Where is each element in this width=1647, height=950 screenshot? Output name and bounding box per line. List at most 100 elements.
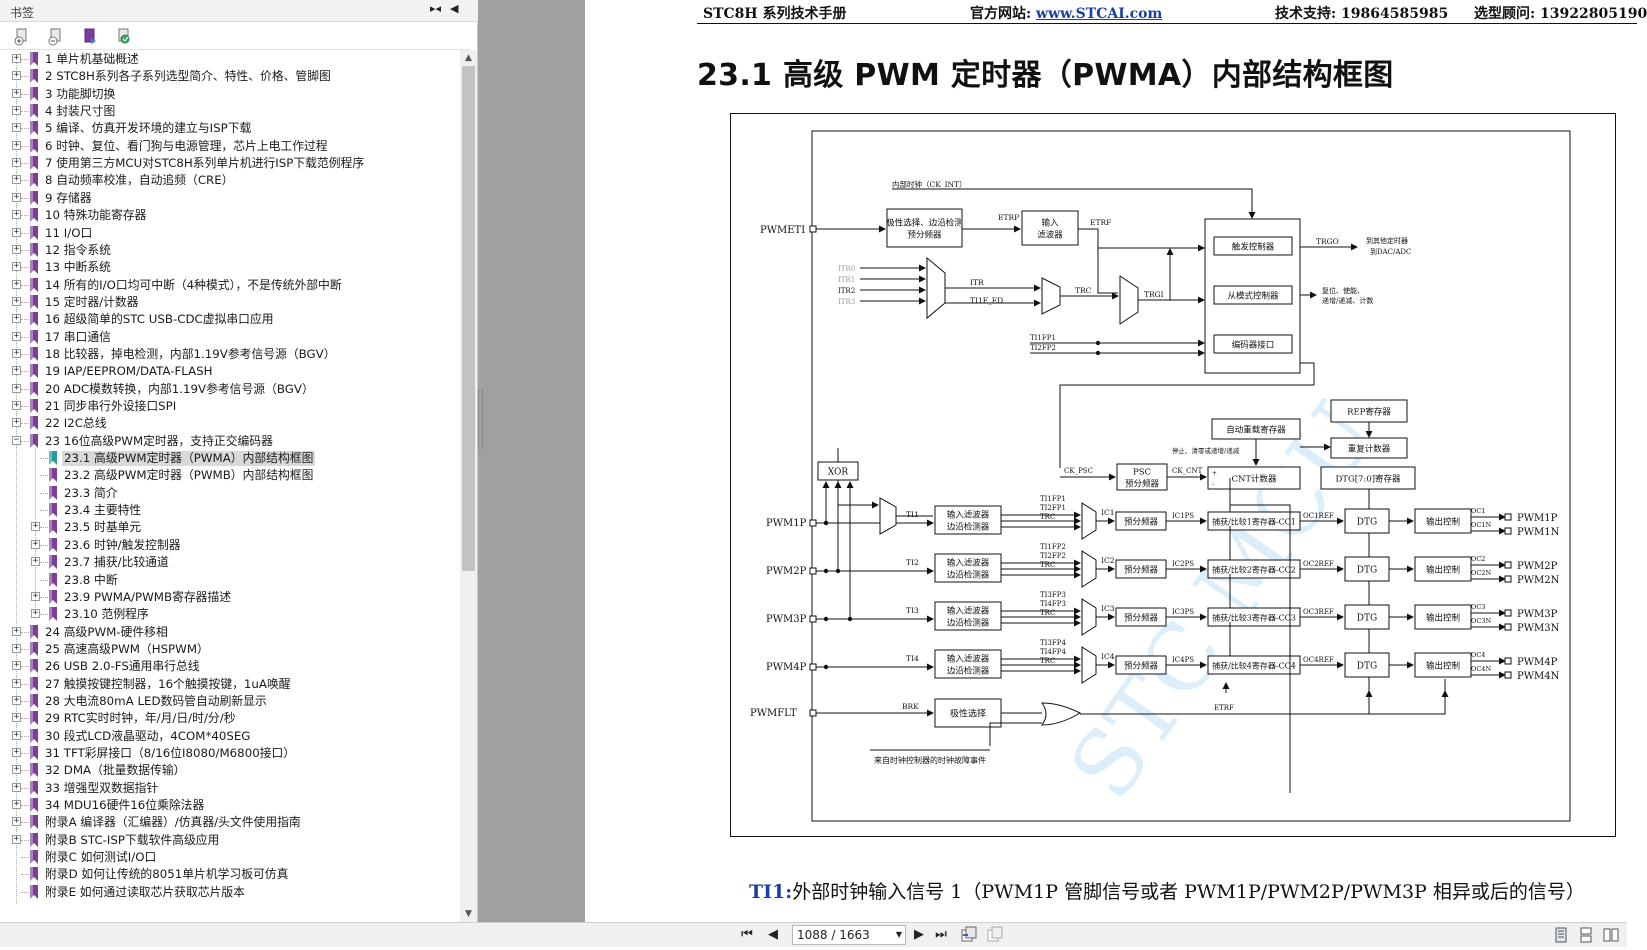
expand-toggle-icon[interactable]: + <box>31 521 40 532</box>
expand-toggle-icon[interactable]: + <box>12 87 21 98</box>
bookmark-item[interactable]: 23.4 主要特性 <box>0 501 458 519</box>
expand-toggle-icon[interactable]: + <box>12 347 21 358</box>
bookmark-item[interactable]: +8 自动频率校准，自动追频（CRE） <box>0 171 458 189</box>
bookmark-item[interactable]: +15 定时器/计数器 <box>0 293 458 311</box>
next-page-icon[interactable]: ▶ <box>914 927 924 942</box>
scrollbar-thumb[interactable] <box>462 66 475 571</box>
bookmark-item[interactable]: +22 I2C总线 <box>0 414 458 432</box>
bookmark-item[interactable]: +28 大电流80mA LED数码管自动刷新显示 <box>0 692 458 710</box>
bookmark-item[interactable]: +32 DMA（批量数据传输） <box>0 761 458 779</box>
bookmark-item[interactable]: +附录A 编译器（汇编器）/仿真器/头文件使用指南 <box>0 813 458 831</box>
bookmark-item[interactable]: +24 高级PWM-硬件移相 <box>0 623 458 641</box>
bookmark-item[interactable]: 23.3 简介 <box>0 484 458 502</box>
expand-toggle-icon[interactable]: + <box>12 833 21 844</box>
bookmark-item[interactable]: +26 USB 2.0-FS通用串行总线 <box>0 657 458 675</box>
bookmark-item[interactable]: 23.2 高级PWM定时器（PWMB）内部结构框图 <box>0 466 458 484</box>
bookmark-item[interactable]: +34 MDU16硬件16位乘除法器 <box>0 796 458 814</box>
expand-toggle-icon[interactable]: + <box>12 677 21 688</box>
bookmark-item[interactable]: +17 串口通信 <box>0 328 458 346</box>
find-bookmark-icon[interactable] <box>113 26 135 47</box>
expand-toggle-icon[interactable]: + <box>12 139 21 150</box>
expand-toggle-icon[interactable]: + <box>12 122 21 133</box>
collapse-bookmark-icon[interactable] <box>45 26 67 47</box>
panel-pin-icon[interactable]: ▸◂ <box>430 2 442 15</box>
expand-toggle-icon[interactable]: + <box>12 694 21 705</box>
expand-toggle-icon[interactable]: + <box>12 799 21 810</box>
bookmark-item[interactable]: +7 使用第三方MCU对STC8H系列单片机进行ISP下载范例程序 <box>0 154 458 172</box>
header-site-link[interactable]: www.STCAI.com <box>1036 6 1163 22</box>
bookmark-item[interactable]: +9 存储器 <box>0 189 458 207</box>
bookmark-item[interactable]: 附录D 如何让传统的8051单片机学习板可仿真 <box>0 865 458 883</box>
first-page-icon[interactable]: ⏮ <box>741 927 753 942</box>
bookmark-item[interactable]: +33 增强型双数据指针 <box>0 779 458 797</box>
expand-toggle-icon[interactable]: + <box>12 642 21 653</box>
expand-toggle-icon[interactable]: + <box>12 174 21 185</box>
expand-toggle-icon[interactable]: + <box>12 53 21 63</box>
continuous-view-icon[interactable] <box>1578 927 1594 943</box>
bookmark-item[interactable]: +18 比较器，掉电检测，内部1.19V参考信号源（BGV） <box>0 345 458 363</box>
bookmark-item[interactable]: +附录B STC-ISP下载软件高级应用 <box>0 831 458 849</box>
chevron-down-icon[interactable]: ▼ <box>895 930 902 939</box>
bookmark-item[interactable]: +2 STC8H系列各子系列选型简介、特性、价格、管脚图 <box>0 67 458 85</box>
bookmark-item[interactable]: +4 封装尺寸图 <box>0 102 458 120</box>
expand-toggle-icon[interactable]: + <box>12 330 21 341</box>
forward-view-icon[interactable] <box>986 926 1004 944</box>
bookmark-item[interactable]: +20 ADC模数转换，内部1.19V参考信号源（BGV） <box>0 380 458 398</box>
bookmark-item[interactable]: 附录E 如何通过读取芯片获取芯片版本 <box>0 883 458 901</box>
bookmark-item[interactable]: +23.6 时钟/触发控制器 <box>0 536 458 554</box>
expand-toggle-icon[interactable]: + <box>31 556 40 567</box>
facing-view-icon[interactable] <box>1603 927 1619 943</box>
expand-toggle-icon[interactable]: + <box>12 712 21 723</box>
expand-toggle-icon[interactable]: + <box>12 417 21 428</box>
bookmark-item[interactable]: +14 所有的I/O口均可中断（4种模式），不是传统外部中断 <box>0 276 458 294</box>
expand-toggle-icon[interactable]: + <box>12 781 21 792</box>
bookmark-item[interactable]: +27 触摸按键控制器，16个触摸按键，1uA唤醒 <box>0 675 458 693</box>
expand-toggle-icon[interactable]: + <box>12 70 21 81</box>
expand-toggle-icon[interactable]: + <box>12 365 21 376</box>
bookmark-item[interactable]: +21 同步串行外设接口SPI <box>0 397 458 415</box>
expand-toggle-icon[interactable]: + <box>12 625 21 636</box>
expand-toggle-icon[interactable]: + <box>12 191 21 202</box>
expand-toggle-icon[interactable]: + <box>12 261 21 272</box>
prev-page-icon[interactable]: ◀ <box>768 927 778 942</box>
page-number-input[interactable]: 1088 / 1663▼ <box>792 925 906 945</box>
last-page-icon[interactable]: ⏭ <box>935 927 947 942</box>
bookmark-item[interactable]: 附录C 如何测试I/O口 <box>0 848 458 866</box>
expand-toggle-icon[interactable]: + <box>12 243 21 254</box>
bookmark-item[interactable]: +25 高速高级PWM（HSPWM） <box>0 640 458 658</box>
expand-toggle-icon[interactable]: + <box>12 747 21 757</box>
scroll-down-icon[interactable]: ▼ <box>465 909 472 919</box>
bookmark-item[interactable]: +19 IAP/EEPROM/DATA-FLASH <box>0 362 458 380</box>
bookmark-item[interactable]: 23.8 中断 <box>0 571 458 589</box>
expand-toggle-icon[interactable]: + <box>31 608 40 619</box>
expand-toggle-icon[interactable]: + <box>12 226 21 237</box>
bookmark-item[interactable]: +1 单片机基础概述 <box>0 50 458 68</box>
document-view[interactable]: STC8H 系列技术手册 官方网站: www.STCAI.com 技术支持: 1… <box>585 0 1647 922</box>
bookmark-item[interactable]: +29 RTC实时时钟，年/月/日/时/分/秒 <box>0 709 458 727</box>
bookmark-item[interactable]: −23 16位高级PWM定时器，支持正交编码器 <box>0 432 458 450</box>
expand-toggle-icon[interactable]: + <box>12 382 21 393</box>
splitter-grip[interactable] <box>478 390 483 450</box>
bookmark-item[interactable]: +23.9 PWMA/PWMB寄存器描述 <box>0 588 458 606</box>
bookmarks-scrollbar[interactable]: ▲ ▼ <box>460 50 477 922</box>
bookmark-item[interactable]: +23.10 范例程序 <box>0 605 458 623</box>
back-view-icon[interactable] <box>960 926 978 944</box>
bookmark-item[interactable]: +3 功能脚切换 <box>0 85 458 103</box>
expand-toggle-icon[interactable]: + <box>12 157 21 168</box>
expand-toggle-icon[interactable]: + <box>12 105 21 116</box>
expand-toggle-icon[interactable]: + <box>12 764 21 775</box>
bookmark-item[interactable]: +16 超级简单的STC USB-CDC虚拟串口应用 <box>0 310 458 328</box>
bookmark-item[interactable]: +23.5 时基单元 <box>0 518 458 536</box>
expand-toggle-icon[interactable]: + <box>12 209 21 220</box>
bookmark-item[interactable]: 23.1 高级PWM定时器（PWMA）内部结构框图 <box>0 449 458 467</box>
expand-toggle-icon[interactable]: + <box>12 660 21 671</box>
bookmark-item[interactable]: +12 指令系统 <box>0 241 458 259</box>
expand-toggle-icon[interactable]: + <box>12 278 21 289</box>
bookmark-item[interactable]: +11 I/O口 <box>0 224 458 242</box>
expand-toggle-icon[interactable]: + <box>31 538 40 549</box>
expand-toggle-icon[interactable]: + <box>12 400 21 410</box>
bookmark-item[interactable]: +6 时钟、复位、看门狗与电源管理，芯片上电工作过程 <box>0 137 458 155</box>
collapse-toggle-icon[interactable]: − <box>12 434 21 445</box>
expand-toggle-icon[interactable]: + <box>31 590 40 601</box>
bookmark-item[interactable]: +5 编译、仿真开发环境的建立与ISP下载 <box>0 119 458 137</box>
